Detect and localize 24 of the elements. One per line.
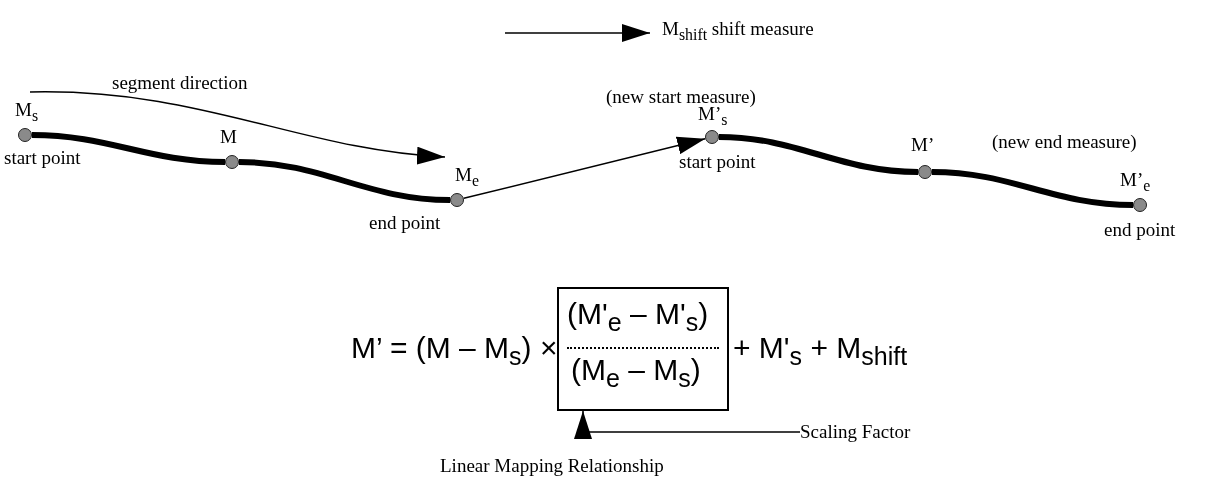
point-label: end point [1104,219,1176,241]
numerator: (M'$_{e}$ – M'$_{s}$) [567,297,709,337]
point-label: (new end measure) [992,131,1137,153]
callout-text: Scaling Factor [800,421,911,443]
point-label: start point [4,147,81,169]
segment-line [238,159,451,203]
point-label: M’$_{e}$ [1120,169,1151,195]
formula-text: + M'$_{s}$ + M$_{shift}$ [733,331,908,371]
caption-text: Linear Mapping Relationship [440,455,664,477]
point-label: end point [369,212,441,234]
point-label: M$_{s}$ [15,99,39,125]
segment-line [31,132,226,165]
point-label: M [220,126,237,148]
arrow [463,134,706,200]
fraction-box [557,287,729,411]
denominator: (M$_{e}$ – M$_{s}$) [571,353,701,393]
shift-measure-label: M$_{shift}$ shift measure [662,18,814,44]
point-label: M’ [911,134,935,156]
point-label: M$_{e}$ [455,164,479,190]
direction-label: segment direction [112,72,248,94]
segment-line [931,169,1134,208]
segment-line [718,134,919,175]
point-label: start point [679,151,756,173]
formula-text: M’ = (M – M$_{s}$) × [351,331,558,371]
